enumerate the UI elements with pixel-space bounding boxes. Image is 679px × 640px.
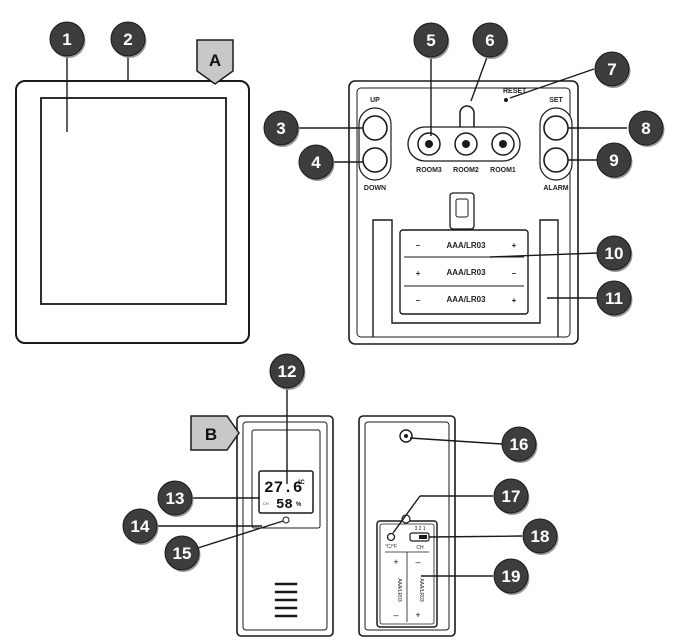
- batt3-minus: –: [416, 296, 421, 305]
- batt1-type: AAA/LR03: [446, 241, 486, 250]
- sensor-batt2-type: AAA/LR03: [418, 578, 424, 602]
- callout-number: 11: [605, 289, 623, 308]
- alarm-button[interactable]: [543, 147, 569, 173]
- batt3-type: AAA/LR03: [446, 295, 486, 304]
- callout-number: 14: [131, 517, 150, 536]
- callout-number: 17: [502, 487, 521, 506]
- sensor-batt1-minus: –: [393, 610, 398, 620]
- sensor-batt1-plus: +: [393, 557, 398, 567]
- callout-2: 2: [110, 21, 147, 58]
- sensor-back: °C/°F 3 2 1 CH + – – + AAA/LR03 AAA/LR03: [358, 415, 456, 637]
- batt3-plus: +: [512, 296, 517, 305]
- callout-number: 9: [609, 151, 618, 170]
- sensor-batt2-minus: –: [415, 557, 420, 567]
- callout-11: 11: [596, 280, 633, 317]
- battery-compartment: [399, 229, 529, 315]
- sensor-hum-unit: %: [296, 502, 302, 508]
- reset-label: RESET: [503, 88, 527, 95]
- alarm-label: ALARM: [543, 185, 568, 192]
- sensor-temp-unit: °C: [298, 480, 305, 486]
- room2-label: ROOM2: [453, 167, 479, 174]
- callout-number: 13: [166, 489, 185, 508]
- callout-10: 10: [596, 235, 633, 272]
- sensor-temp-value: 27.6: [264, 479, 302, 497]
- section-b-label: B: [205, 425, 217, 444]
- sensor-led: [282, 516, 290, 524]
- callout-number: 16: [510, 435, 529, 454]
- callout-number: 18: [531, 527, 550, 546]
- down-button[interactable]: [362, 147, 388, 173]
- display-unit-front: [15, 80, 250, 344]
- stand: [372, 219, 559, 337]
- callout-13: 13: [157, 480, 194, 517]
- batt1-minus: –: [416, 241, 421, 250]
- callout-number: 8: [641, 119, 650, 138]
- set-label: SET: [549, 97, 563, 104]
- callout-number: 1: [62, 30, 71, 49]
- callout-number: 2: [123, 30, 132, 49]
- reset-button[interactable]: [504, 98, 508, 102]
- callout-number: 15: [173, 544, 192, 563]
- callout-number: 4: [311, 153, 321, 172]
- sensor-hum-value: 58: [276, 497, 293, 513]
- up-label: UP: [370, 97, 380, 104]
- batt2-minus: –: [512, 269, 517, 278]
- callout-number: 12: [278, 362, 297, 381]
- sensor-lcd: [258, 470, 314, 514]
- callout-15: 15: [164, 535, 201, 572]
- room3-label: ROOM3: [416, 167, 442, 174]
- callout-16: 16: [501, 426, 538, 463]
- batt1-plus: +: [512, 241, 517, 250]
- callout-8: 8: [628, 110, 665, 147]
- section-b-tag: B: [190, 415, 240, 451]
- callout-17: 17: [493, 478, 530, 515]
- up-button[interactable]: [362, 115, 388, 141]
- speaker-vents: [274, 582, 298, 618]
- display-unit-back: RESET UP DOWN SET ALARM ROOM3 ROOM2 ROOM…: [348, 80, 579, 345]
- callout-6: 6: [472, 22, 509, 59]
- unit-switch-button[interactable]: [386, 532, 396, 542]
- section-a-tag: A: [196, 39, 234, 85]
- callout-9: 9: [596, 142, 633, 179]
- callout-number: 6: [485, 31, 494, 50]
- callout-5: 5: [413, 22, 450, 59]
- callout-1: 1: [49, 21, 86, 58]
- sensor-lcd-ch: CH: [263, 501, 269, 506]
- callout-number: 7: [607, 60, 616, 79]
- set-button[interactable]: [543, 115, 569, 141]
- callout-14: 14: [122, 508, 159, 545]
- callout-number: 5: [426, 31, 435, 50]
- callout-18: 18: [522, 518, 559, 555]
- room1-label: ROOM1: [490, 167, 516, 174]
- callout-4: 4: [298, 144, 335, 181]
- battery-latch: [449, 192, 475, 230]
- section-a-label: A: [209, 51, 221, 70]
- batt2-type: AAA/LR03: [446, 268, 486, 277]
- callout-12: 12: [269, 353, 306, 390]
- unit-switch-label: °C/°F: [385, 544, 397, 550]
- channel-switch-label: CH: [416, 545, 424, 551]
- batt2-plus: +: [416, 269, 421, 278]
- lcd-screen: [40, 97, 227, 305]
- callout-number: 19: [502, 567, 521, 586]
- channel-digits: 3 2 1: [414, 526, 425, 532]
- callout-19: 19: [493, 558, 530, 595]
- callout-7: 7: [594, 51, 631, 88]
- callout-number: 3: [276, 119, 285, 138]
- down-label: DOWN: [364, 185, 386, 192]
- sensor-batt1-type: AAA/LR03: [396, 578, 402, 602]
- callout-number: 10: [605, 244, 624, 263]
- callout-3: 3: [263, 110, 300, 147]
- sensor-batt2-plus: +: [415, 610, 420, 620]
